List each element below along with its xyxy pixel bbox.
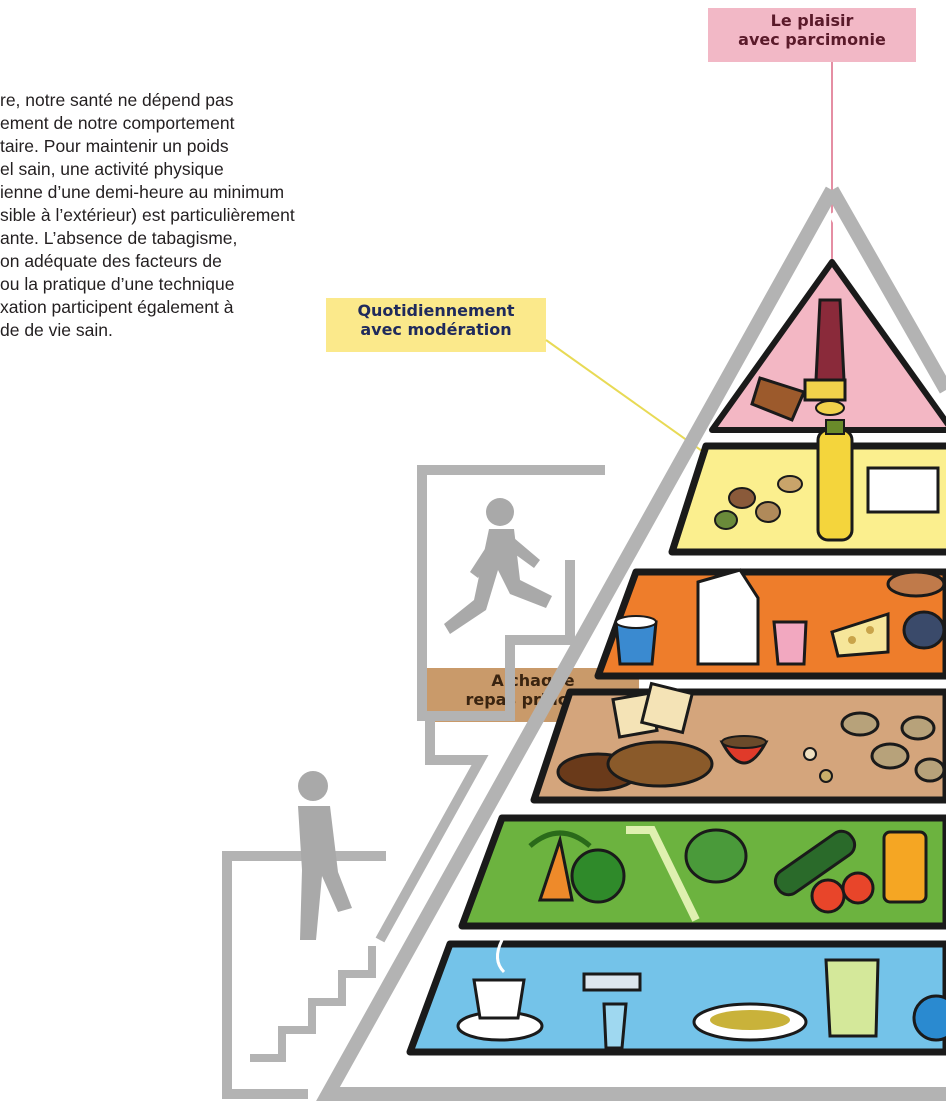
intro-line: taire. Pour maintenir un poids: [0, 136, 229, 156]
pyramid-frame-inner: [828, 211, 946, 415]
label-line: avec modération: [360, 320, 512, 339]
tier-sweets-snacks: [709, 259, 946, 433]
intro-line: re, notre santé ne dépend pas: [0, 90, 234, 110]
intro-line: sible à l’extérieur) est particulièremen…: [0, 205, 295, 225]
intro-line: de de vie sain.: [0, 320, 113, 340]
intro-line: on adéquate des facteurs de: [0, 251, 222, 271]
runner-frame: [417, 465, 605, 721]
intro-paragraph: re, notre santé ne dépend pas ement de no…: [0, 89, 360, 342]
label-pleasure-sparingly: Le plaisir avec parcimonie: [708, 8, 916, 62]
intro-line: ienne d’une demi-heure au minimum: [0, 182, 285, 202]
tier-starches-grains: [530, 681, 946, 804]
tier-dairy-meat-eggs: [594, 568, 946, 680]
runner-icon: [444, 498, 552, 634]
tier-beverages: [406, 939, 946, 1056]
intro-line: xation participent également à: [0, 297, 234, 317]
label-daily-moderation: Quotidiennement avec modération: [326, 298, 546, 352]
tier-fruits-vegetables: [458, 814, 946, 930]
walker-stairs-icon: [298, 771, 352, 940]
label-line: avec parcimonie: [738, 30, 886, 49]
intro-line: ante. L’absence de tabagisme,: [0, 228, 238, 248]
intro-line: el sain, une activité physique: [0, 159, 224, 179]
pyramid-step-frame: [375, 716, 489, 943]
pyramid-frame: [316, 186, 946, 1101]
label-line: Le plaisir: [770, 11, 854, 30]
label-line: Quotidiennement: [357, 301, 515, 320]
tier-oils-nuts: [668, 419, 946, 556]
intro-line: ou la pratique d’une technique: [0, 274, 235, 294]
stairs: [250, 946, 376, 1062]
intro-line: ement de notre comportement: [0, 113, 235, 133]
